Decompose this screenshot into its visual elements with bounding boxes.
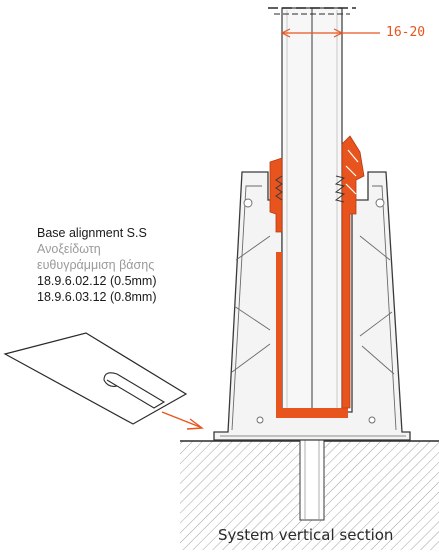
annotation-greek-line2: ευθυγράμμιση βάσης xyxy=(37,258,155,272)
left-gasket-strip xyxy=(276,252,282,408)
bottom-setting-block xyxy=(276,408,348,418)
right-clamping-wedge xyxy=(341,135,365,409)
annotation-title: Base alignment S.S xyxy=(37,226,147,240)
annotation-code-08mm: 18.9.6.03.12 (0.8mm) xyxy=(37,290,157,304)
left-gasket-top xyxy=(269,157,283,233)
annotation-code-05mm: 18.9.6.02.12 (0.5mm) xyxy=(37,274,157,288)
shim-pointer-arrow xyxy=(161,411,201,428)
alignment-shim-plate xyxy=(3,332,188,425)
right-lock-teeth xyxy=(334,175,346,203)
annotation-greek-line1: Ανοξείδωτη xyxy=(37,242,101,256)
shim-slot xyxy=(103,372,166,409)
dimension-label: 16-20 xyxy=(386,25,426,40)
anchor-bolt xyxy=(299,435,325,521)
diagram-caption: System vertical section xyxy=(218,526,394,544)
left-lock-teeth xyxy=(275,175,283,201)
